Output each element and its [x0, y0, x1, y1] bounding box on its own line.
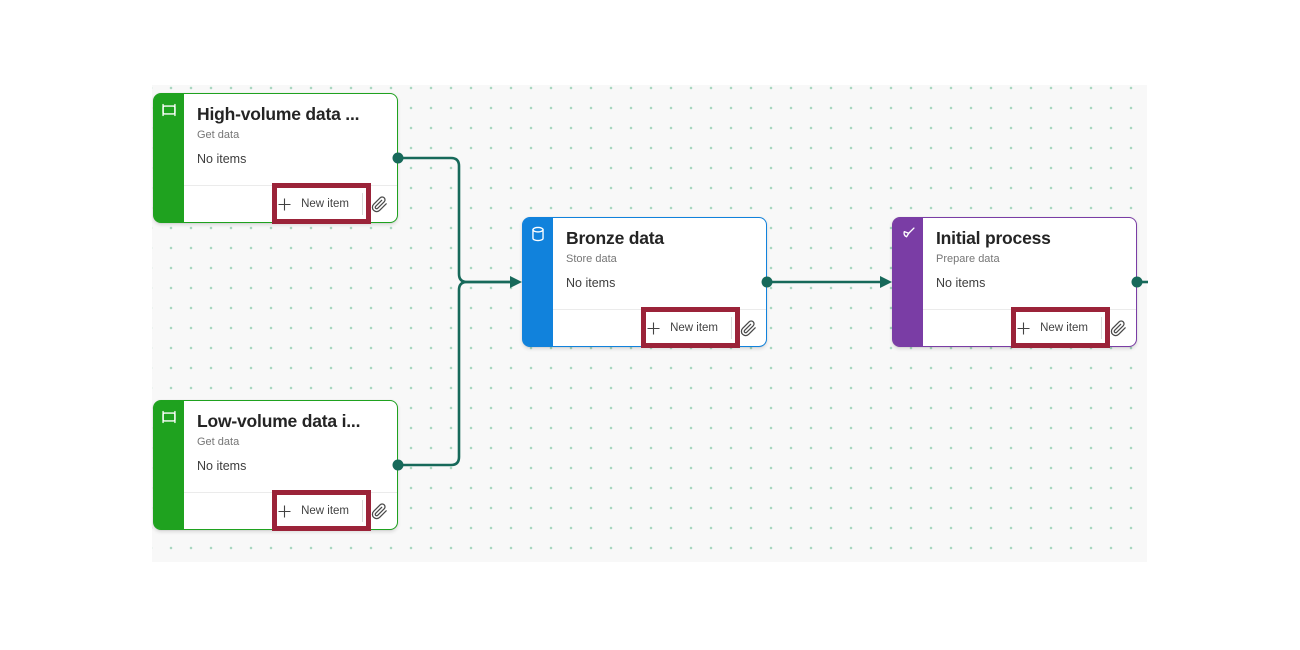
node-color-stripe	[154, 94, 184, 222]
scroll-icon	[162, 410, 176, 424]
node-items-status: No items	[197, 152, 247, 166]
node-color-stripe	[154, 401, 184, 529]
node-items-status: No items	[936, 276, 986, 290]
new-item-label: New item	[1040, 322, 1088, 334]
node-title: Bronze data	[566, 228, 664, 248]
new-item-button[interactable]: New item	[1004, 314, 1100, 342]
node-subtitle: Prepare data	[936, 253, 1000, 265]
paperclip-icon	[740, 319, 756, 336]
node-subtitle: Store data	[566, 253, 617, 265]
node-card-high-volume-data[interactable]: High-volume data ... Get data No items N…	[153, 93, 398, 224]
node-color-stripe	[523, 218, 553, 346]
node-title: Initial process	[936, 228, 1051, 248]
paperclip-icon-button[interactable]	[366, 190, 392, 218]
footer-divider	[362, 500, 363, 522]
paperclip-icon	[1110, 319, 1126, 336]
plus-icon	[278, 505, 291, 517]
broom-icon	[903, 227, 915, 238]
paperclip-icon-button[interactable]	[366, 497, 392, 525]
scroll-icon	[162, 103, 176, 117]
node-card-initial-process[interactable]: Initial process Prepare data No items Ne…	[892, 217, 1137, 348]
node-title: High-volume data ...	[197, 104, 360, 124]
node-subtitle: Get data	[197, 436, 240, 448]
plus-icon	[1017, 322, 1030, 334]
node-title: Low-volume data i...	[197, 411, 361, 431]
node-color-stripe	[893, 218, 923, 346]
annotation-highlight	[1011, 307, 1110, 348]
new-item-label: New item	[301, 505, 349, 517]
node-subtitle: Get data	[197, 129, 240, 141]
annotation-highlight	[272, 183, 371, 224]
new-item-label: New item	[301, 198, 349, 210]
footer-divider	[1101, 317, 1102, 339]
database-icon	[532, 226, 544, 242]
paperclip-icon	[371, 502, 387, 519]
footer-divider	[362, 193, 363, 215]
node-items-status: No items	[566, 276, 616, 290]
node-items-status: No items	[197, 459, 247, 473]
new-item-button[interactable]: New item	[634, 314, 730, 342]
new-item-button[interactable]: New item	[265, 497, 361, 525]
node-card-bronze-data[interactable]: Bronze data Store data No items New item	[522, 217, 767, 348]
plus-icon	[278, 198, 291, 210]
node-card-low-volume-data[interactable]: Low-volume data i... Get data No items N…	[153, 400, 398, 531]
new-item-button[interactable]: New item	[265, 190, 361, 218]
annotation-highlight	[641, 307, 740, 348]
footer-divider	[731, 317, 732, 339]
plus-icon	[647, 322, 660, 334]
new-item-label: New item	[670, 322, 718, 334]
paperclip-icon-button[interactable]	[1105, 314, 1131, 342]
annotation-highlight	[272, 490, 371, 531]
paperclip-icon-button[interactable]	[735, 314, 761, 342]
paperclip-icon	[371, 195, 387, 212]
